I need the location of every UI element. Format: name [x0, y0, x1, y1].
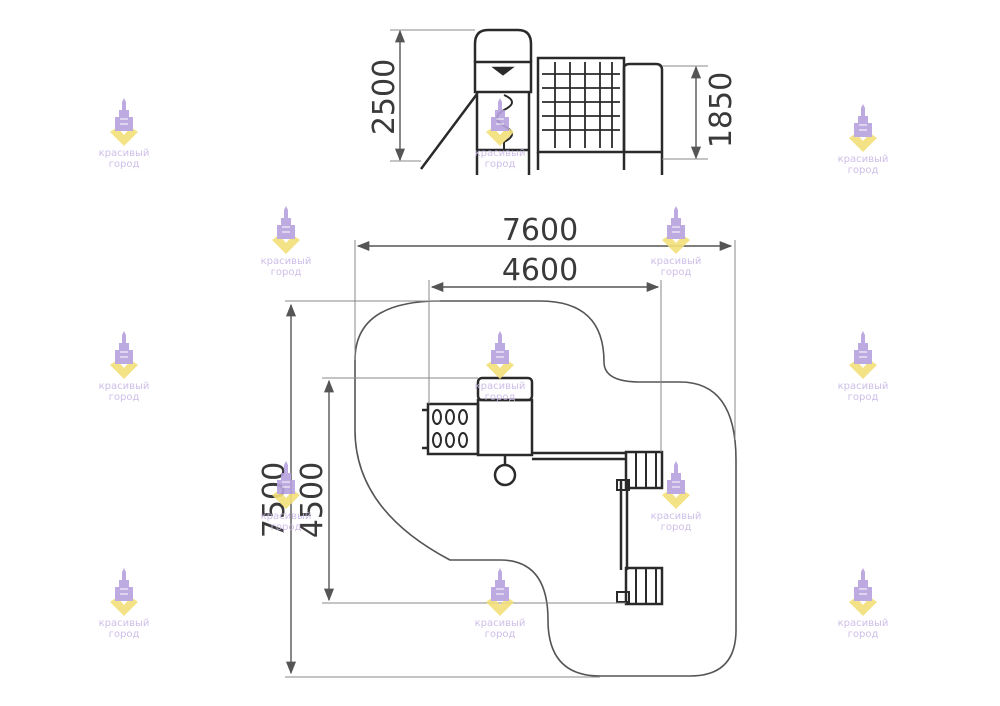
- svg-text:красивый: красивый: [261, 256, 312, 267]
- watermark-4: красивый город: [261, 205, 312, 278]
- watermark-6: красивый город: [99, 330, 150, 403]
- svg-text:город: город: [485, 159, 516, 170]
- side-view: [419, 28, 664, 175]
- watermark-1: красивый город: [99, 97, 150, 170]
- svg-text:город: город: [109, 629, 140, 640]
- platform-height-label: 1850: [704, 72, 739, 148]
- svg-text:красивый: красивый: [475, 381, 526, 392]
- side-height-label: 2500: [367, 59, 402, 135]
- side-arch: [622, 62, 664, 175]
- svg-text:красивый: красивый: [99, 381, 150, 392]
- svg-text:красивый: красивый: [475, 148, 526, 159]
- plan-dimension-7600: 7600: [354, 213, 736, 440]
- svg-text:красивый: красивый: [838, 618, 889, 629]
- slide: [419, 93, 479, 170]
- climbing-net-grid: [542, 62, 620, 148]
- watermark-11: красивый город: [99, 567, 150, 640]
- ladder-top: [624, 450, 664, 490]
- plan-dimension-4600: 4600: [428, 253, 662, 452]
- svg-text:красивый: красивый: [651, 511, 702, 522]
- climbing-panel: [426, 402, 480, 456]
- watermark-3: красивый город: [838, 103, 889, 176]
- svg-text:красивый: красивый: [838, 154, 889, 165]
- ladder-bottom: [624, 566, 664, 606]
- watermark-2: красивый город: [475, 97, 526, 170]
- svg-text:город: город: [661, 267, 692, 278]
- svg-text:красивый: красивый: [99, 148, 150, 159]
- svg-text:красивый: красивый: [475, 618, 526, 629]
- watermark-8: красивый город: [838, 330, 889, 403]
- watermark-12: красивый город: [475, 567, 526, 640]
- side-dimension-1850: 1850: [662, 65, 739, 160]
- watermark-7: красивый город: [475, 330, 526, 403]
- watermark-13: красивый город: [838, 567, 889, 640]
- svg-text:красивый: красивый: [838, 381, 889, 392]
- svg-text:красивый: красивый: [651, 256, 702, 267]
- svg-text:красивый: красивый: [99, 618, 150, 629]
- ring-hole: [493, 463, 517, 487]
- svg-text:город: город: [271, 522, 302, 533]
- tower-roof: [473, 28, 533, 62]
- svg-text:город: город: [109, 392, 140, 403]
- plan-dimension-4500: 4500: [295, 377, 626, 604]
- svg-text:город: город: [848, 629, 879, 640]
- equipment-width-label: 4600: [502, 253, 578, 288]
- tower-panel: [473, 60, 533, 94]
- tower-emblem: [491, 66, 515, 76]
- svg-text:город: город: [485, 629, 516, 640]
- svg-text:город: город: [485, 392, 516, 403]
- svg-text:город: город: [848, 165, 879, 176]
- zone-width-label: 7600: [502, 213, 578, 248]
- equipment-depth-label: 4500: [295, 462, 330, 538]
- watermark-9: красивый город: [261, 460, 312, 533]
- svg-text:город: город: [661, 522, 692, 533]
- watermark-10: красивый город: [651, 460, 702, 533]
- tower-platform: [476, 398, 534, 457]
- svg-text:красивый: красивый: [261, 511, 312, 522]
- side-dimension-2500: 2500: [367, 29, 475, 162]
- svg-text:город: город: [848, 392, 879, 403]
- safety-zone-outline: [354, 300, 737, 677]
- svg-text:город: город: [109, 159, 140, 170]
- equipment-plan: [422, 376, 664, 606]
- watermark-5: красивый город: [651, 205, 702, 278]
- climbing-holds: [432, 409, 468, 448]
- svg-text:город: город: [271, 267, 302, 278]
